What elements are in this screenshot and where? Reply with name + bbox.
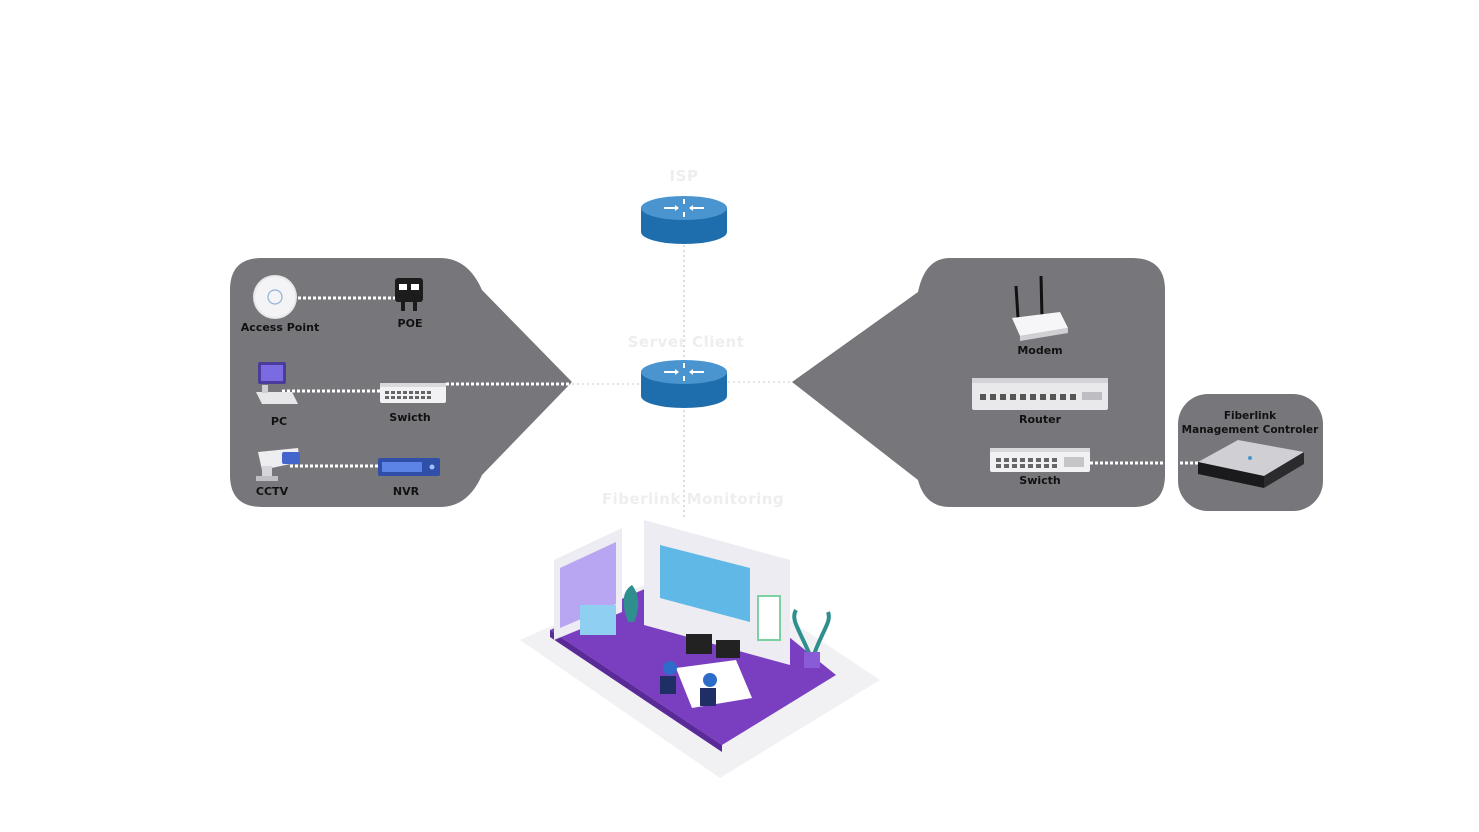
isp-label: ISP [669, 167, 699, 185]
pc-icon [256, 362, 298, 404]
poe-label: POE [397, 317, 423, 330]
modem-label: Modem [1017, 344, 1063, 357]
rack-router-icon [972, 378, 1108, 410]
controller-label: Fiberlink Management Controler [1182, 409, 1319, 437]
access-point-label: Access Point [240, 321, 320, 334]
modem-icon [1012, 275, 1068, 341]
router-label: Router [1018, 413, 1062, 426]
right-switch-icon [990, 448, 1090, 472]
nvr-label: NVR [392, 485, 420, 498]
controller-label-line1: Fiberlink [1223, 410, 1277, 422]
access-point-icon [253, 275, 297, 319]
server-client-router-icon [641, 360, 727, 408]
pc-label: PC [270, 415, 288, 428]
controller-label-line2: Management Controler [1181, 424, 1319, 436]
poe-injector-icon [395, 278, 423, 311]
nvr-icon [378, 458, 440, 476]
monitoring-room-illustration [520, 520, 880, 778]
monitoring-label: Fiberlink Monitoring [601, 490, 785, 508]
server-client-label: Server Client [627, 333, 745, 351]
isp-router-icon [641, 196, 727, 244]
right-switch-label: Swicth [1019, 474, 1061, 487]
left-switch-icon [380, 383, 446, 403]
cctv-camera-icon [256, 448, 300, 481]
management-controller-icon [1198, 440, 1304, 488]
left-switch-label: Swicth [389, 411, 431, 424]
cctv-label: CCTV [255, 485, 289, 498]
left-device-panel [230, 258, 572, 507]
